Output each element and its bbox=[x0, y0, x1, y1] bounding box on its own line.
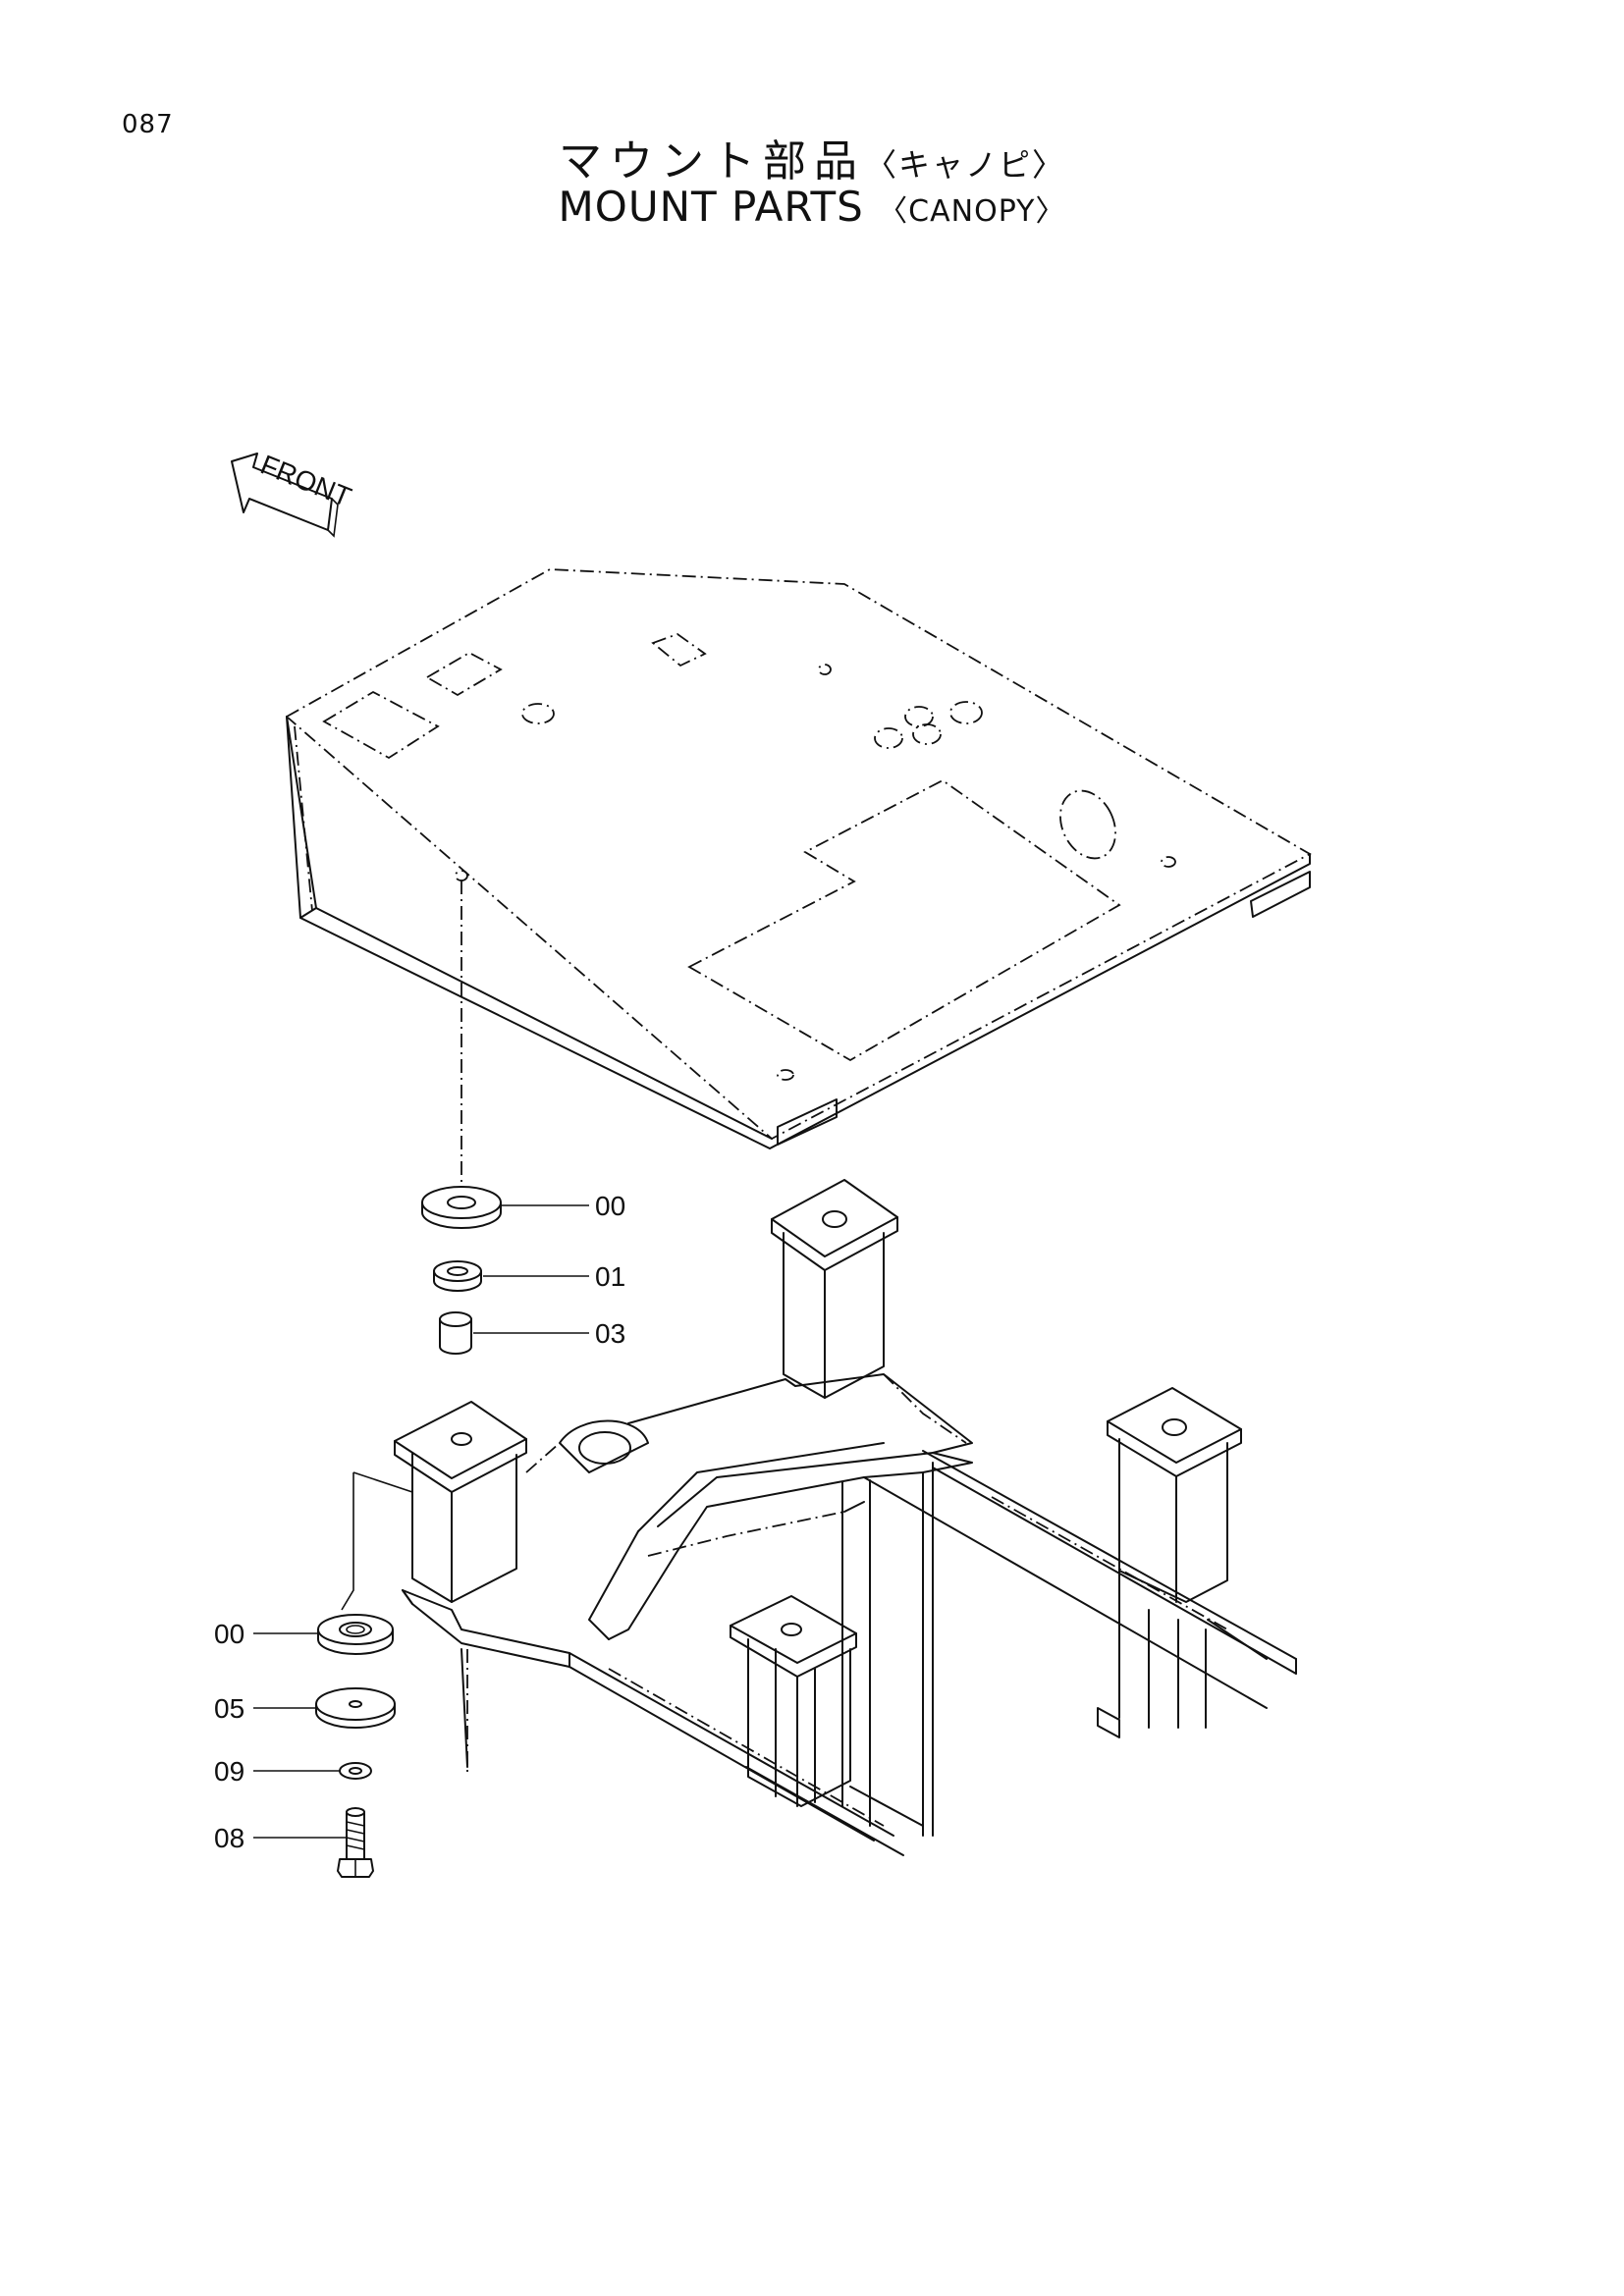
part-03-collar: 03 bbox=[439, 1311, 625, 1355]
callout-03: 03 bbox=[595, 1318, 625, 1349]
title-english: MOUNT PARTS 〈CANOPY〉 bbox=[0, 183, 1624, 231]
title-english-main: MOUNT PARTS bbox=[558, 183, 864, 231]
canopy-floor-plate bbox=[286, 568, 1312, 1149]
part-01-bushing: 01 bbox=[433, 1260, 625, 1292]
part-00-bottom-mount: 00 bbox=[214, 1614, 394, 1655]
title-japanese-sub: 〈キャノピ〉 bbox=[864, 146, 1065, 184]
callout-08: 08 bbox=[214, 1823, 244, 1853]
title-japanese-main: マウント部品 bbox=[558, 136, 865, 187]
callout-00-bottom: 00 bbox=[214, 1619, 244, 1649]
callout-09: 09 bbox=[214, 1756, 244, 1787]
part-08-bolt: 08 bbox=[214, 1807, 374, 1878]
part-05-plate-washer: 05 bbox=[214, 1687, 396, 1729]
part-00-top-washer: 00 bbox=[421, 1186, 625, 1229]
mount-frame-structure bbox=[394, 1179, 1297, 1856]
front-arrow-icon: FRONT bbox=[231, 449, 355, 538]
page-number: 087 bbox=[122, 110, 174, 139]
callout-01: 01 bbox=[595, 1261, 625, 1292]
title-english-sub: 〈CANOPY〉 bbox=[878, 194, 1066, 229]
callout-00-top: 00 bbox=[595, 1191, 625, 1221]
title-japanese: マウント部品〈キャノピ〉 bbox=[0, 126, 1624, 188]
lower-stack-leader-line bbox=[341, 1472, 354, 1611]
callout-05: 05 bbox=[214, 1693, 244, 1724]
part-09-lock-washer: 09 bbox=[214, 1756, 372, 1787]
front-arrow-label: FRONT bbox=[256, 449, 355, 512]
